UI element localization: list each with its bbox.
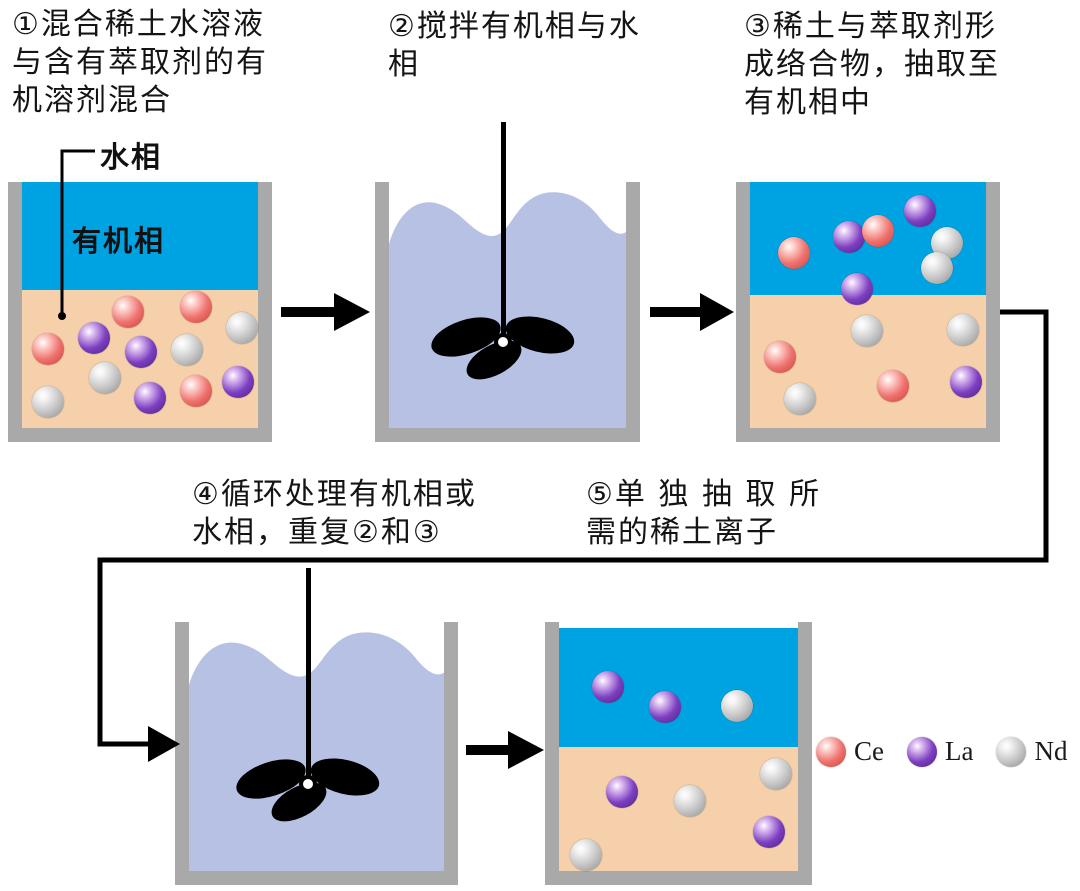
beaker-4-mixed-liquid xyxy=(189,632,444,871)
legend-ball-la xyxy=(907,736,937,767)
legend-item-la: La xyxy=(907,736,973,767)
legend-ball-nd xyxy=(996,736,1027,767)
flow-arrow-3 xyxy=(466,731,544,769)
legend-item-nd: Nd xyxy=(996,736,1067,767)
step-2-label: ②搅拌有机相与水 相 xyxy=(388,9,641,82)
aqueous-phase-label: 水相 xyxy=(100,140,163,174)
beaker-2-mixed-liquid xyxy=(389,192,626,428)
propeller-icon-1 xyxy=(431,316,575,380)
legend-label-ce: Ce xyxy=(854,736,884,766)
step-1-label: ①混合稀土水溶液 与含有萃取剂的有 机溶剂混合 xyxy=(12,7,268,118)
beaker-5-organic-layer xyxy=(559,628,798,747)
legend-ball-ce xyxy=(816,736,846,767)
stirrer-rod-1 xyxy=(501,122,506,344)
legend: Ce La Nd xyxy=(816,736,1067,767)
organic-phase-label: 有机相 xyxy=(72,224,166,258)
step-3-label: ③稀土与萃取剂形 成络合物，抽取至 有机相中 xyxy=(744,9,1000,120)
legend-label-la: La xyxy=(945,736,974,766)
beaker-3 xyxy=(736,182,1000,442)
step-5-label: ⑤单 独 抽 取 所 需的稀土离子 xyxy=(586,477,822,550)
beaker-3-organic-layer xyxy=(750,182,986,295)
beaker-3-aqueous-layer xyxy=(750,295,986,428)
beaker-5 xyxy=(545,622,812,885)
beaker-1-aqueous-layer xyxy=(22,290,258,428)
step-4-label: ④循环处理有机相或 水相，重复②和③ xyxy=(192,477,477,550)
legend-label-nd: Nd xyxy=(1034,736,1068,766)
propeller-icon-2 xyxy=(236,758,380,822)
flow-arrow-1 xyxy=(281,293,370,331)
beaker-5-aqueous-layer xyxy=(559,747,798,871)
legend-item-ce: Ce xyxy=(816,736,884,767)
flow-arrow-2 xyxy=(650,293,734,331)
